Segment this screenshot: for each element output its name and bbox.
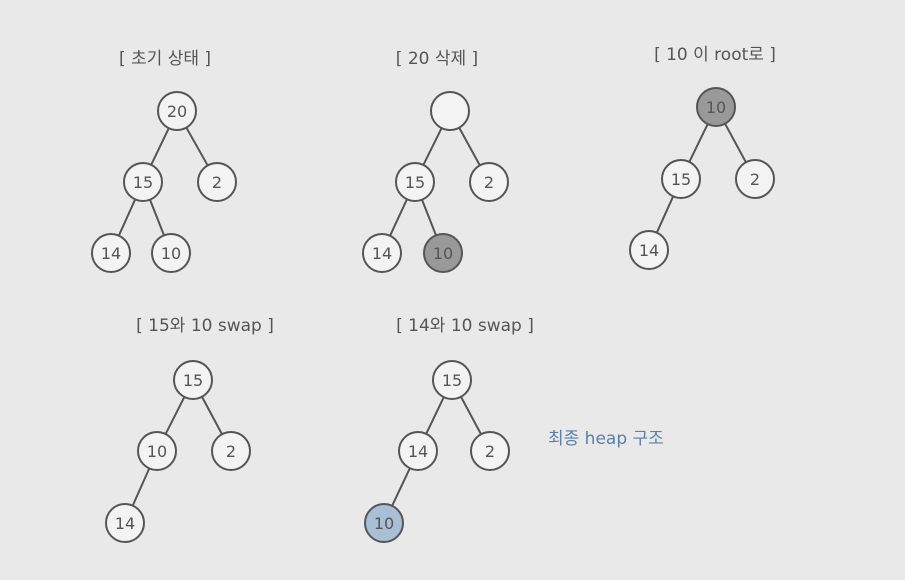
node-value-label: 14 [408,442,428,461]
heap-node-final [364,503,404,543]
node-value-label: 10 [706,98,726,117]
panel-title: [ 초기 상태 ] [119,49,211,69]
tree-edge [459,395,483,436]
node-value-label: 14 [115,514,135,533]
node-value-label: 14 [639,241,659,260]
node-value-label: 2 [750,170,760,189]
panel-title: [ 10 이 root로 ] [654,45,776,65]
heap-node-default [151,233,191,273]
heap-panel-3: [ 10 이 root로 ] 10 15 2 14 [629,45,776,270]
heap-node-default [211,431,251,471]
heap-node-default [432,360,472,400]
heap-node-removed [696,87,736,127]
final-heap-note: 최종 heap 구조 [548,429,664,449]
node-value-label: 15 [442,371,462,390]
tree-edge [655,195,675,234]
node-value-label: 2 [485,442,495,461]
node-value-label: 15 [405,173,425,192]
heap-node-default [91,233,131,273]
heap-node-default [137,431,177,471]
tree-edge [422,127,443,166]
tree-edge [185,126,209,167]
tree-edge [164,395,186,436]
heap-node-default [629,230,669,270]
heap-node-default [197,162,237,202]
node-value-label: 10 [374,514,394,533]
heap-node-default [157,91,197,131]
node-value-label: 2 [212,173,222,192]
tree-edge [391,467,411,507]
heap-node-default [469,162,509,202]
heap-node-default [173,360,213,400]
heap-panel-4: [ 15와 10 swap ] 15 10 2 14 [105,316,274,543]
node-value-label: 20 [167,102,187,121]
node-value-label: 14 [101,244,121,263]
tree-edge [131,467,151,507]
tree-edge [724,122,747,164]
node-value-label: 15 [133,173,153,192]
node-value-label: 2 [484,173,494,192]
tree-edge [150,127,170,166]
panel-title: [ 14와 10 swap ] [396,316,534,336]
tree-edge [148,198,166,237]
node-value-label: 10 [161,244,181,263]
node-value-label: 10 [147,442,167,461]
tree-edge [200,395,224,436]
tree-edge [688,123,709,163]
heap-node-default [470,431,510,471]
node-value-label: 2 [226,442,236,461]
tree-edge [117,198,137,237]
heap-node-default [430,91,470,131]
node-value-label: 14 [372,244,392,263]
heap-node-default [395,162,435,202]
panel-title: [ 15와 10 swap ] [136,316,274,336]
heap-node-default [123,162,163,202]
heap-node-default [362,233,402,273]
heap-node-removed [423,233,463,273]
heap-node-default [735,159,775,199]
heap-node-default [661,159,701,199]
tree-edge [389,198,408,237]
node-value-label: 10 [433,244,453,263]
tree-edge [458,126,481,167]
tree-edge [425,396,445,435]
panel-title: [ 20 삭제 ] [396,49,478,69]
heap-panel-2: [ 20 삭제 ] 15 2 14 10 [362,49,509,273]
node-value-label: 15 [671,170,691,189]
node-value-label: 15 [183,371,203,390]
heap-node-default [398,431,438,471]
heap-panel-1: [ 초기 상태 ] 20 15 2 14 10 [91,49,237,273]
heap-node-default [105,503,145,543]
tree-edge [420,198,438,237]
heap-panel-5: [ 14와 10 swap ] 15 14 2 10 [364,316,534,543]
